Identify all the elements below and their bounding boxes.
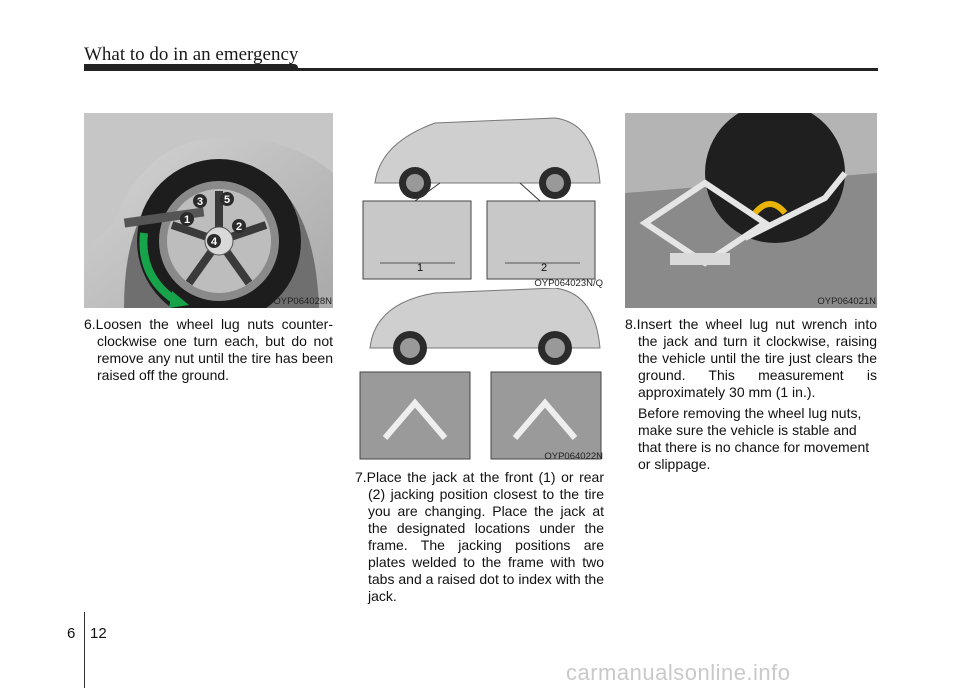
step-6-text: 6.Loosen the wheel lug nuts counter-cloc… bbox=[84, 316, 333, 383]
van-illustration: 1 2 bbox=[355, 113, 604, 290]
figure-code: OYP064028N bbox=[273, 296, 332, 307]
step-8-note: Before removing the wheel lug nuts, make… bbox=[638, 405, 870, 472]
figure-code: OYP064021N bbox=[817, 296, 876, 307]
header-tab bbox=[84, 64, 298, 69]
callout-front: 1 bbox=[417, 262, 423, 274]
lug-label-3: 3 bbox=[197, 196, 203, 208]
figure-code: OYP064022N bbox=[544, 451, 603, 462]
lug-label-5: 5 bbox=[224, 194, 230, 206]
figure-wheel-lug-nuts: 1 2 3 4 5 OYP064028N bbox=[84, 113, 333, 323]
figure-jacking-positions: 1 2 OYP064023N/Q bbox=[355, 113, 604, 290]
jack-wrench-illustration bbox=[625, 103, 877, 308]
watermark: carmanualsonline.info bbox=[566, 660, 791, 685]
header-title: What to do in an emergency bbox=[84, 44, 299, 65]
figure-code: OYP064023N/Q bbox=[534, 278, 603, 289]
step-8-text: 8.Insert the wheel lug nut wrench into t… bbox=[625, 316, 877, 400]
step-7-text: 7.Place the jack at the front (1) or rea… bbox=[355, 469, 604, 604]
step-8: 8.Insert the wheel lug nut wrench into t… bbox=[625, 316, 877, 473]
wheel-illustration: 1 2 3 4 5 bbox=[84, 113, 333, 323]
header-rule bbox=[84, 68, 878, 71]
footer-rule bbox=[84, 612, 85, 688]
lug-label-4: 4 bbox=[211, 236, 218, 248]
lug-label-1: 1 bbox=[184, 214, 190, 226]
step-6: 6.Loosen the wheel lug nuts counter-cloc… bbox=[84, 316, 333, 384]
page-section-number: 6 bbox=[67, 625, 76, 642]
step-7: 7.Place the jack at the front (1) or rea… bbox=[355, 469, 604, 605]
lug-label-2: 2 bbox=[236, 221, 242, 233]
figure-jack-placement: OYP064022N bbox=[355, 287, 604, 463]
page-number: 12 bbox=[90, 625, 107, 642]
callout-rear: 2 bbox=[541, 262, 547, 274]
figure-jack-wrench: OYP064021N bbox=[625, 103, 877, 308]
van-jack-illustration bbox=[355, 287, 604, 463]
